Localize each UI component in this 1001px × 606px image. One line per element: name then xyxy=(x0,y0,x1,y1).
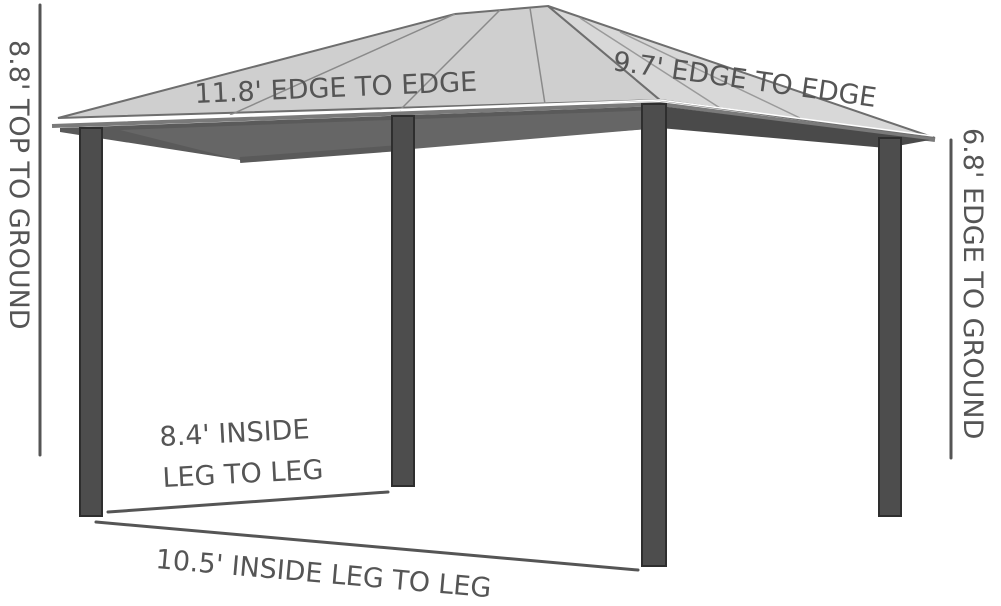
roof-seam xyxy=(579,17,721,109)
dimension-lines xyxy=(38,3,953,572)
inside-width-dimension-line xyxy=(94,520,640,572)
total-height-label: 8.8' TOP TO GROUND xyxy=(3,40,34,330)
roof-seam xyxy=(229,13,456,116)
leg-front-left xyxy=(79,127,103,517)
leg-front-right xyxy=(641,103,667,567)
canopy-underside xyxy=(120,110,660,160)
inside-depth-label-line2: LEG TO LEG xyxy=(162,455,324,494)
gazebo-legs xyxy=(79,103,902,567)
roof-panel-right xyxy=(547,5,936,139)
roof-seam xyxy=(619,31,801,119)
gazebo-frame xyxy=(60,106,930,163)
inside-depth-dimension-line xyxy=(106,490,390,514)
roof-seam xyxy=(399,9,501,111)
inside-depth-label-line1: 8.4' INSIDE xyxy=(159,414,310,453)
eave-height-label: 6.8' EDGE TO GROUND xyxy=(957,128,988,439)
roof-seam xyxy=(529,7,546,105)
right-valance xyxy=(660,106,930,148)
gazebo-roof xyxy=(51,4,936,142)
rear-beam xyxy=(239,145,401,163)
leg-rear-left xyxy=(391,115,415,487)
leg-rear-right xyxy=(878,137,902,517)
roof-eave-highlight xyxy=(53,99,934,137)
